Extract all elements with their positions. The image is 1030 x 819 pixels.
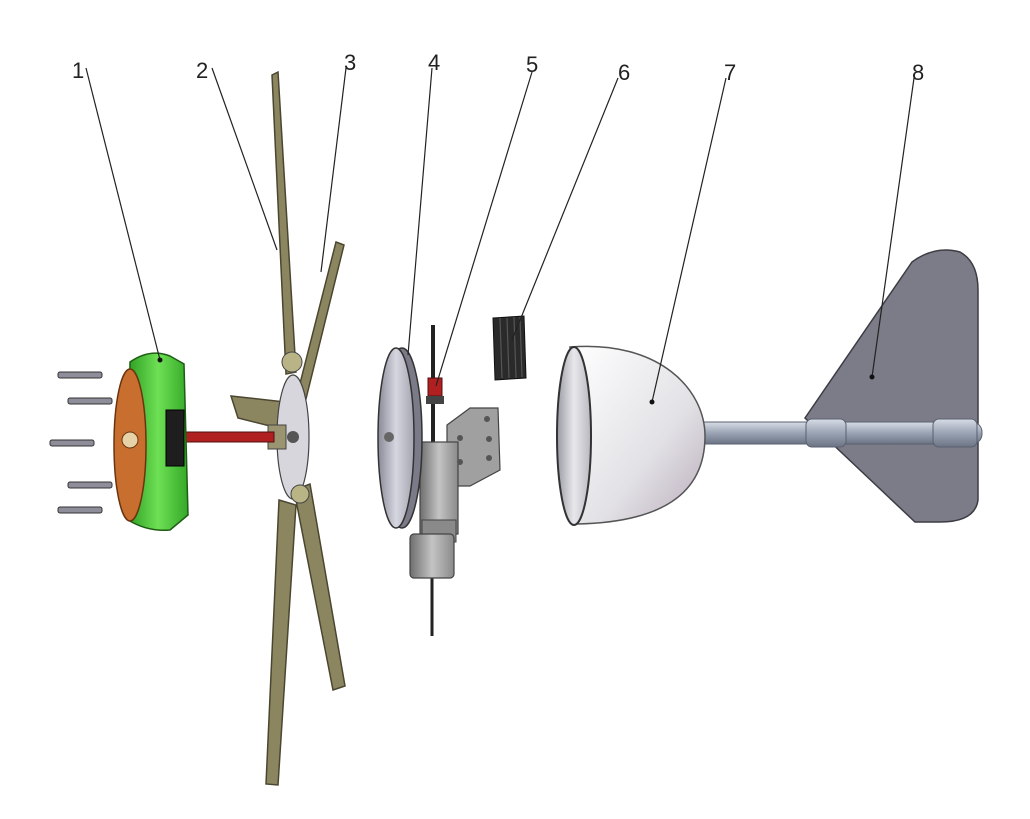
callout-1: 1	[72, 58, 163, 363]
blade-lower-1	[265, 499, 297, 786]
brush-block	[492, 315, 527, 381]
main-shaft	[181, 431, 275, 443]
blade-upper-1	[271, 70, 297, 375]
rotor-hub	[267, 351, 310, 504]
callout-2: 2	[196, 58, 278, 251]
rotor-blades	[229, 70, 346, 786]
blade-lower-2	[293, 482, 346, 691]
callout-4: 4	[407, 50, 440, 356]
nose-cone	[556, 345, 706, 526]
nose-cone-opening	[556, 346, 592, 526]
housing-lower-tube	[409, 533, 455, 579]
generator-disc	[377, 347, 423, 529]
tail-fin	[804, 249, 979, 523]
callout-label-1: 1	[72, 58, 84, 83]
boom-clamp-2	[932, 418, 978, 448]
callout-6: 6	[511, 60, 630, 341]
front-hub	[49, 352, 275, 532]
housing-body	[419, 441, 459, 535]
callout-5: 5	[435, 52, 538, 387]
callout-label-3: 3	[344, 50, 356, 75]
callout-7: 7	[649, 60, 736, 405]
callout-8: 8	[869, 60, 924, 380]
hub-screws	[49, 371, 113, 514]
callout-label-5: 5	[526, 52, 538, 77]
callout-label-4: 4	[428, 50, 440, 75]
callout-label-6: 6	[618, 60, 630, 85]
tail-vane	[689, 249, 983, 523]
callout-3: 3	[320, 50, 356, 273]
callout-label-8: 8	[912, 60, 924, 85]
nose-cone-shell	[569, 345, 706, 525]
callout-label-7: 7	[724, 60, 736, 85]
callout-label-2: 2	[196, 58, 208, 83]
boom-clamp-1	[805, 418, 847, 448]
yaw-housing	[409, 325, 501, 636]
